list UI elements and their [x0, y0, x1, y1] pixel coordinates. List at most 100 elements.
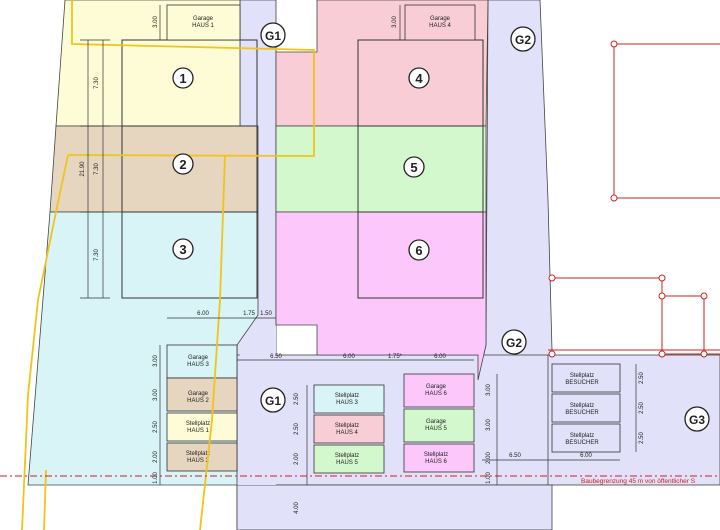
- garage-haus-5-label-a: Garage: [426, 419, 447, 425]
- area-g1-top-label: G1: [265, 29, 281, 43]
- garage-haus-2: [166, 377, 238, 412]
- dim-250-s-h1: 2.50: [153, 421, 159, 433]
- yellow-boundary: [21, 0, 315, 530]
- dim-250-b2: 2.50: [639, 402, 645, 414]
- dim-250-s-h4: 2.50: [294, 423, 300, 435]
- dim-600-mid: 6.00: [343, 354, 355, 360]
- house-5-number: 5: [410, 160, 417, 175]
- baugrenze-label: Baubegrenzung 45 m von öffentlicher S: [581, 478, 696, 485]
- stellplatz-haus-6-label-a: Stellplatz: [424, 452, 448, 458]
- stellplatz-haus-2-label-b: HAUS 2: [187, 458, 209, 464]
- house-1-number: 1: [179, 71, 186, 86]
- area-g1-bottom-label: G1: [265, 394, 281, 408]
- besucher-3-label-a: Stellplatz: [570, 433, 594, 439]
- garage-haus-4-top: [404, 4, 476, 41]
- dim-100-right: 1.00: [486, 472, 492, 484]
- garage-haus-4-label-a: Garage: [430, 16, 451, 22]
- dim-200-s-h2: 2.00: [153, 451, 159, 463]
- dim-200-s-h5: 2.00: [294, 453, 300, 465]
- dim-100-left: 1.00: [153, 472, 159, 484]
- area-g2-mid-label: G2: [506, 336, 522, 350]
- stellplatz-haus-2-label-a: Stellplatz: [186, 451, 210, 457]
- dim-650-right: 6.50: [509, 453, 521, 459]
- garage-haus-1-label-b: HAUS 1: [192, 23, 214, 29]
- besucher-2-label-a: Stellplatz: [570, 403, 594, 409]
- dim-300-top-right: 3.00: [392, 16, 398, 28]
- garage-haus-1-top: [166, 4, 241, 41]
- stellplatz-haus-5: [313, 444, 385, 474]
- dim-300-top-left: 3.00: [153, 16, 159, 28]
- garage-haus-2-label-a: Garage: [188, 391, 209, 397]
- garage-haus-6-label-a: Garage: [426, 384, 447, 390]
- besucher-1-label-b: BESUCHER: [565, 380, 599, 386]
- common-area-south: [236, 484, 553, 530]
- dim-600-left: 6.00: [197, 311, 209, 317]
- dim-2190: 21.90: [80, 161, 86, 177]
- stellplatz-haus-6: [403, 443, 475, 473]
- stellplatz-haus-6-label-b: HAUS 6: [425, 459, 447, 465]
- besucher-2-label-b: BESUCHER: [565, 410, 599, 416]
- stellplatz-haus-3-label-a: Stellplatz: [335, 393, 359, 399]
- dim-300-g-h6: 3.00: [486, 384, 492, 396]
- house-3-number: 3: [179, 242, 186, 257]
- besucher-3-label-b: BESUCHER: [565, 440, 599, 446]
- garage-haus-2-label-b: HAUS 2: [187, 398, 209, 404]
- stellplatz-haus-3-label-b: HAUS 3: [336, 400, 358, 406]
- garage-haus-5-label-b: HAUS 5: [425, 426, 447, 432]
- house-4-number: 4: [415, 71, 423, 86]
- garage-haus-5: [403, 408, 475, 443]
- house-2-number: 2: [179, 157, 186, 172]
- red-vertex-markers: [548, 40, 708, 358]
- common-area-g1-lower: [237, 325, 276, 485]
- stellplatz-haus-3: [313, 384, 385, 414]
- stellplatz-haus-1: [166, 412, 238, 442]
- house-6-footprint: [357, 211, 484, 299]
- stellplatz-haus-2: [166, 442, 238, 472]
- lot-5: [275, 125, 487, 213]
- dim-175-mid: 1.75*: [388, 354, 403, 360]
- dim-200-s-h6: 2.00: [486, 452, 492, 464]
- stellplatz-haus-1-label-b: HAUS 1: [187, 428, 209, 434]
- garage-haus-4-label-b: HAUS 4: [429, 23, 451, 29]
- dim-250-s-h3: 2.50: [294, 393, 300, 405]
- house-number-markers: [172, 67, 430, 261]
- stellplatz-haus-5-label-b: HAUS 5: [336, 460, 358, 466]
- stellplatz-haus-5-label-a: Stellplatz: [335, 453, 359, 459]
- dim-300-g-h3: 3.00: [153, 355, 159, 367]
- common-area-parking-row: [236, 354, 553, 486]
- house-3-footprint: [121, 211, 258, 299]
- garage-haus-6-label-b: HAUS 6: [425, 391, 447, 397]
- common-area-markers: [260, 22, 710, 432]
- stellplatz-haus-4-label-b: HAUS 4: [336, 430, 358, 436]
- stellplatz-haus-4-label-a: Stellplatz: [335, 423, 359, 429]
- area-g2-top-label: G2: [515, 33, 531, 47]
- garage-haus-3-label-a: Garage: [188, 355, 209, 361]
- stellplatz-besucher-1: [551, 363, 621, 393]
- stellplatz-besucher-2: [551, 393, 621, 423]
- garage-haus-3: [166, 344, 238, 379]
- stellplatz-haus-1-label-a: Stellplatz: [186, 421, 210, 427]
- dim-600-right: 6.00: [434, 354, 446, 360]
- dim-175-left: 1.75: [243, 311, 255, 317]
- dimension-lines: [80, 5, 637, 485]
- lot-6: [275, 211, 487, 381]
- besucher-1-label-a: Stellplatz: [570, 373, 594, 379]
- dim-250-b3: 2.50: [639, 432, 645, 444]
- red-neighbour-outline: [548, 43, 720, 355]
- dim-730-c: 7.30: [94, 249, 100, 261]
- dim-300-g-h2: 3.00: [153, 389, 159, 401]
- dim-150: 1.50: [260, 311, 272, 317]
- dim-300-g-h5: 3.00: [486, 419, 492, 431]
- garage-haus-6: [403, 373, 475, 408]
- garage-haus-3-label-b: HAUS 3: [187, 362, 209, 368]
- house-6-number: 6: [415, 243, 422, 258]
- dim-650-mid: 6.50: [270, 354, 282, 360]
- dim-730-a: 7.30: [94, 77, 100, 89]
- dim-730-b: 7.30: [94, 163, 100, 175]
- garage-haus-1-label-a: Garage: [193, 16, 214, 22]
- stellplatz-haus-4: [313, 414, 385, 444]
- dim-600-besucher: 6.00: [580, 453, 592, 459]
- dim-250-b1: 2.50: [639, 372, 645, 384]
- area-g3-label: G3: [689, 413, 705, 427]
